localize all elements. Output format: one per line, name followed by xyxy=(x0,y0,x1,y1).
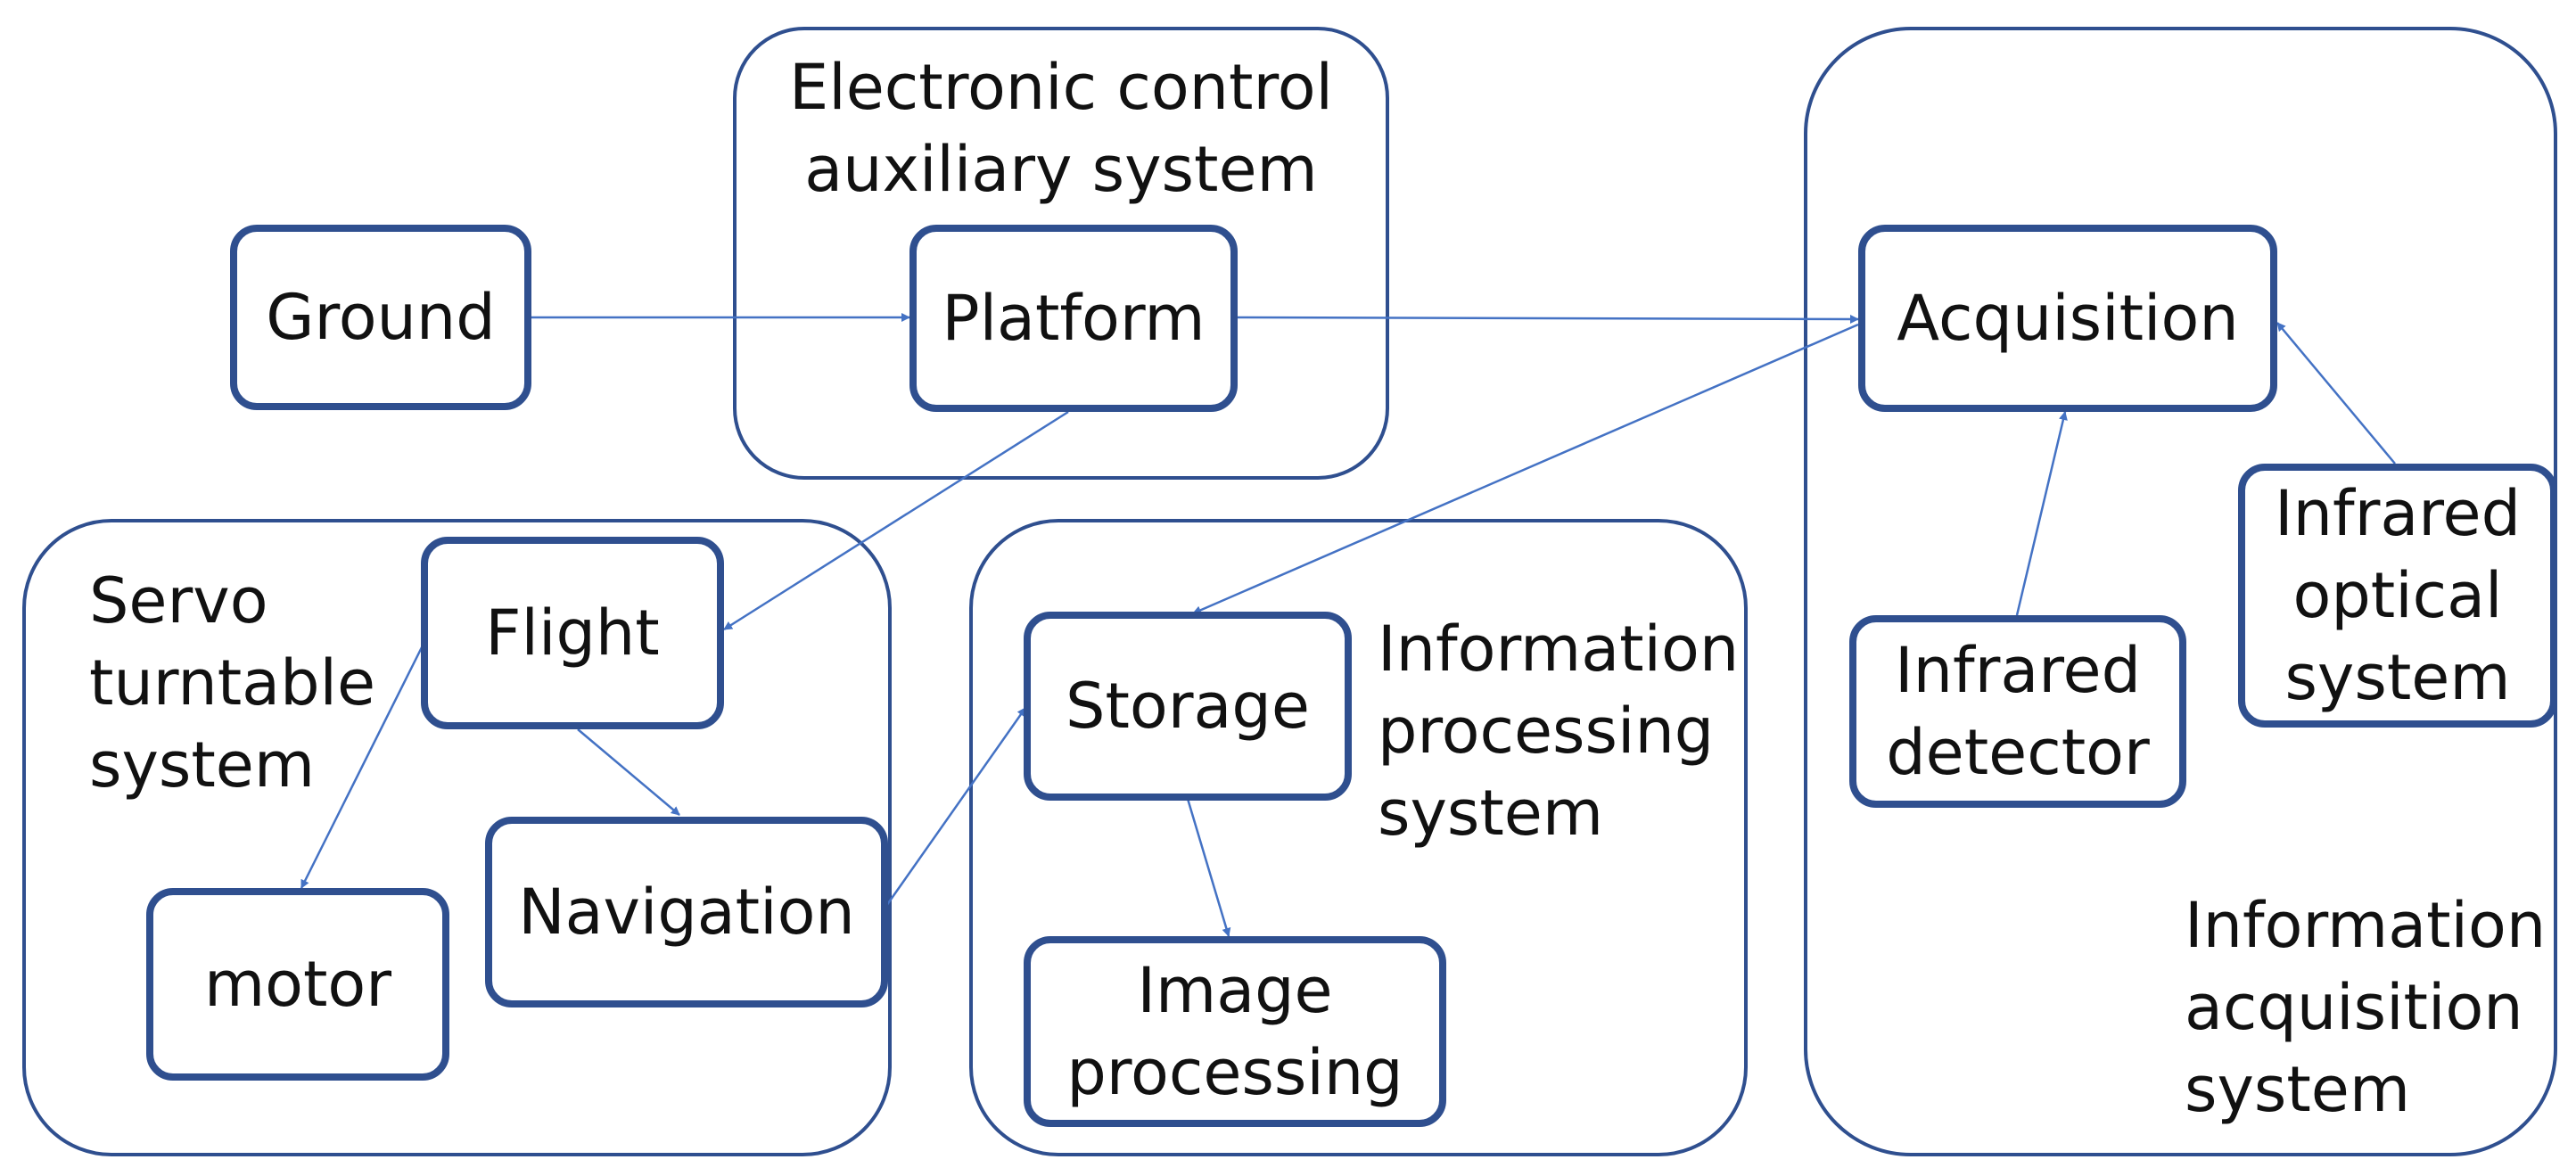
ground-node: Ground xyxy=(230,225,531,410)
arrow-navigation-storage xyxy=(885,707,1027,907)
information-processing-label: Information processing system xyxy=(1378,613,1740,850)
electronic-control-label: Electronic control auxiliary system xyxy=(789,51,1333,206)
arrow-detector-acquisition xyxy=(2015,411,2068,616)
information-acquisition-label: Information acquisition system xyxy=(2185,889,2547,1126)
information-processing-group xyxy=(969,519,1748,1156)
arrow-flight-motor xyxy=(300,641,426,889)
arrow-acquisition-storage xyxy=(1192,323,1859,615)
arrow-platform-flight xyxy=(723,410,1069,631)
arrow-platform-acquisition xyxy=(1237,314,1859,324)
servo-turntable-label: Servo turntable system xyxy=(89,564,376,802)
infrared-optical-system-node: Infrared optical system xyxy=(2238,464,2557,728)
arrow-flight-navigation xyxy=(577,728,680,816)
electronic-control-group xyxy=(733,27,1389,480)
storage-node: Storage xyxy=(1024,612,1352,801)
infrared-detector-node: Infrared detector xyxy=(1849,615,2186,808)
motor-node: motor xyxy=(146,888,449,1081)
arrow-optical-acquisition xyxy=(2276,322,2396,465)
navigation-node: Navigation xyxy=(485,817,888,1007)
image-processing-node: Image processing xyxy=(1024,936,1446,1127)
platform-node: Platform xyxy=(909,225,1238,412)
arrow-storage-image-processing xyxy=(1186,798,1231,937)
servo-turntable-group xyxy=(22,519,892,1156)
flight-node: Flight xyxy=(421,537,724,729)
acquisition-node: Acquisition xyxy=(1858,225,2277,412)
